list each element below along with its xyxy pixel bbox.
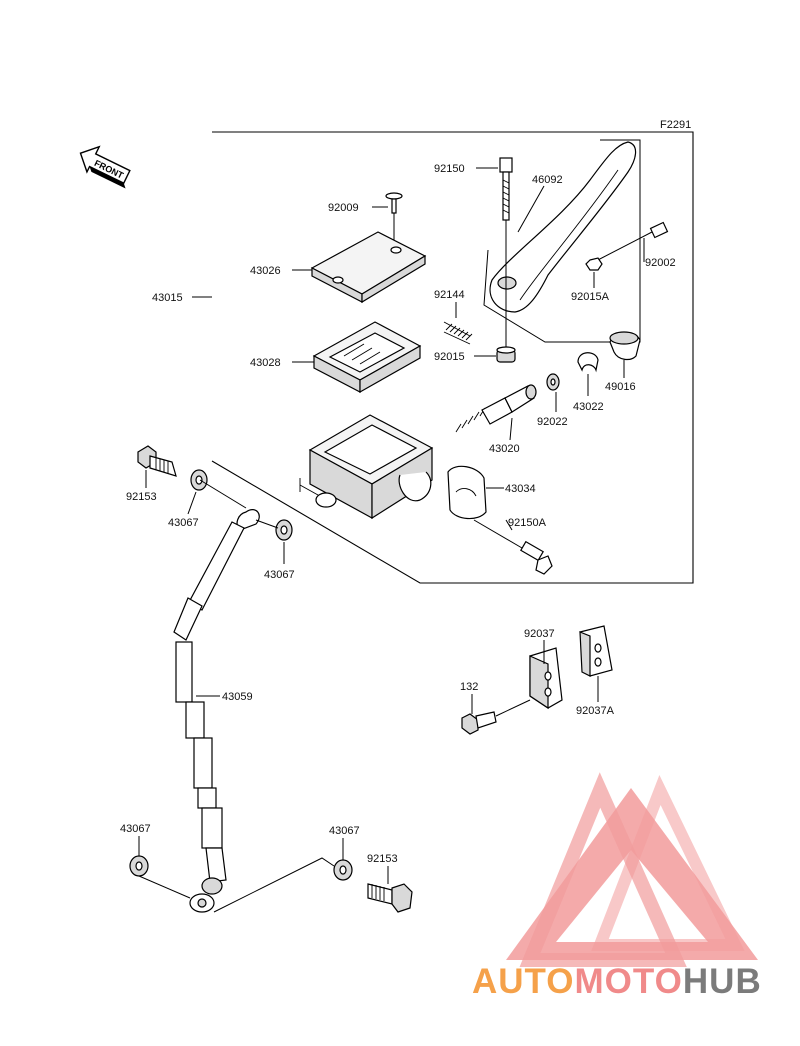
cover-screw (385, 192, 403, 250)
label-92153-bottom: 92153 (367, 853, 398, 865)
label-43059: 43059 (222, 691, 253, 703)
label-49016: 49016 (605, 381, 636, 393)
master-cylinder-body (299, 414, 434, 520)
washer-43067-d (333, 859, 353, 881)
label-43034: 43034 (505, 483, 536, 495)
figure-code: F2291 (660, 119, 691, 131)
bracket-92037 (529, 647, 563, 710)
reservoir-cover (310, 231, 427, 304)
piston-assembly (455, 384, 537, 433)
label-92002: 92002 (645, 257, 676, 269)
label-132: 132 (460, 681, 478, 693)
label-43067-c: 43067 (120, 823, 151, 835)
label-92015: 92015 (434, 351, 465, 363)
washer-43067-b (275, 519, 293, 541)
label-43020: 43020 (489, 443, 520, 455)
leader-lines (138, 167, 645, 913)
part-labels: 92150 46092 92009 92002 43026 92015A 430… (120, 163, 676, 865)
label-92009: 92009 (328, 202, 359, 214)
label-46092: 46092 (532, 174, 563, 186)
label-43067-b: 43067 (264, 569, 295, 581)
clamp (447, 465, 487, 520)
washer-43067-a (190, 469, 208, 491)
label-92037: 92037 (524, 628, 555, 640)
washer-43067-c (129, 855, 149, 877)
label-43067-a: 43067 (168, 517, 199, 529)
label-92150: 92150 (434, 163, 465, 175)
snap-ring (577, 352, 599, 373)
front-arrow-icon: FRONT (79, 145, 131, 189)
bushing (496, 346, 516, 363)
banjo-bolt-top (137, 445, 177, 477)
diaphragm (312, 321, 422, 394)
label-92022: 92022 (537, 416, 568, 428)
label-92153-top: 92153 (126, 491, 157, 503)
label-92015a: 92015A (571, 291, 610, 303)
label-43067-d: 43067 (329, 825, 360, 837)
label-43028: 43028 (250, 357, 281, 369)
label-43026: 43026 (250, 265, 281, 277)
bolt-132 (461, 699, 531, 735)
clamp-bolt (473, 519, 553, 575)
label-92144: 92144 (434, 289, 465, 301)
brand-text: AUTOMOTOHUB (472, 962, 762, 1001)
label-92150a: 92150A (508, 517, 547, 529)
automotohub-logo (506, 772, 758, 967)
label-92037a: 92037A (576, 705, 615, 717)
adjust-bolt (585, 221, 669, 271)
dust-boot (609, 331, 641, 361)
brake-lever (483, 139, 641, 343)
pivot-bolt (499, 157, 513, 350)
bracket-92037a (579, 625, 613, 677)
lever-spring (443, 321, 473, 345)
washer (546, 373, 560, 391)
label-43015: 43015 (152, 292, 183, 304)
brake-hose (173, 509, 260, 913)
banjo-bolt-bottom (367, 883, 413, 913)
label-43022: 43022 (573, 401, 604, 413)
assembly-frame (211, 131, 694, 584)
